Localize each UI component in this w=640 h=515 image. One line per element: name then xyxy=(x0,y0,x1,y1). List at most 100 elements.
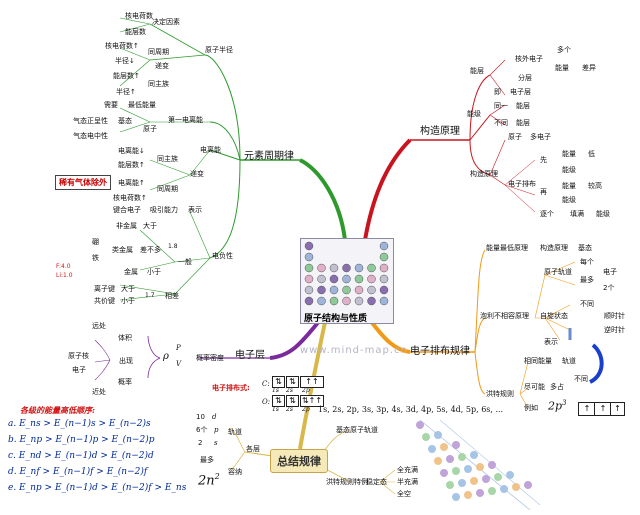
en-boron: 硼 xyxy=(92,238,99,246)
first-ionization: 第一电离能 xyxy=(168,116,203,124)
element-dot xyxy=(317,274,326,284)
st-fill: 逐个 xyxy=(540,210,554,218)
ar-pauli: 泡利不相容原理 xyxy=(480,312,529,320)
ion-same-period: 同周期 xyxy=(157,185,178,193)
aufbau-dot xyxy=(524,481,532,489)
sum-o-1s: 1s xyxy=(272,406,279,413)
sum-o-box-2s: ⇅ xyxy=(286,395,299,407)
en-value-17: 1.7 xyxy=(145,292,155,299)
aufbau-dot xyxy=(434,431,442,439)
sum-empty: 全空 xyxy=(397,490,411,498)
sum-half: 半充满 xyxy=(397,478,418,486)
ar-represent: 表示 xyxy=(544,338,558,346)
st-energy-high: 能量 xyxy=(562,182,576,190)
sh-e: 电子 xyxy=(72,366,86,374)
sum-c-2p: 2p xyxy=(302,387,310,394)
sh-volume: 体积 xyxy=(118,334,132,342)
element-grid-icon xyxy=(304,241,389,306)
element-dot xyxy=(354,274,364,284)
aufbau-dot xyxy=(488,487,496,495)
sum-p: p xyxy=(214,426,219,434)
element-dot xyxy=(304,241,314,251)
ar-hund: 洪特规则 xyxy=(486,390,514,398)
aufbau-dot xyxy=(440,443,448,451)
st-sublevel: 能级 xyxy=(467,110,481,118)
ion-need: 需要 xyxy=(104,101,118,109)
aufbau-dot xyxy=(470,451,478,459)
sum-formula: 2n2 xyxy=(198,472,220,489)
aufbau-dot xyxy=(512,483,520,491)
element-dot xyxy=(329,296,339,306)
aufbau-dot xyxy=(428,445,436,453)
sum-c-2s: 2s xyxy=(286,387,293,394)
st-level3: 能层 xyxy=(516,119,530,127)
sum-c-box-2s: ⇅ xyxy=(286,376,299,388)
en-value-18a: 1.8 xyxy=(168,243,178,250)
ar-orbital-box-3: ↑ xyxy=(610,402,625,416)
element-dot xyxy=(379,252,389,262)
radius-same-period: 同周期 xyxy=(148,48,169,56)
sum-ten: 10 xyxy=(196,413,205,421)
en-silicon: 铁 xyxy=(92,254,99,262)
en-small: 小于 xyxy=(147,268,161,276)
aufbau-dot xyxy=(440,469,448,477)
sum-o-2p: 2p xyxy=(302,406,310,413)
st-level2: 能层 xyxy=(516,102,530,110)
shells: 能层数 xyxy=(125,28,146,36)
en-small2: 小于 xyxy=(121,297,135,305)
sh-appear: 出现 xyxy=(119,357,133,365)
ion-trend: 递变 xyxy=(190,170,204,178)
element-dot xyxy=(329,263,339,273)
ar-same-energy: 相同能量 xyxy=(524,357,552,365)
element-dot xyxy=(329,285,339,295)
element-dot xyxy=(304,274,314,284)
element-dot xyxy=(354,263,364,273)
st-low: 低 xyxy=(588,150,595,158)
radius-same-group: 同主族 xyxy=(148,80,169,88)
branch-periodic-title: 元素周期律 xyxy=(244,151,294,162)
aufbau-dot xyxy=(464,491,472,499)
sum-d: d xyxy=(212,413,217,421)
en-f-value: F:4.0 xyxy=(56,263,71,270)
sum-orbit-n: 轨道 xyxy=(228,428,242,436)
element-dot xyxy=(354,296,364,306)
ion-atom: 原子 xyxy=(143,125,157,133)
st-split: 分层 xyxy=(518,74,532,82)
en-bond-e: 键合电子 xyxy=(113,206,141,214)
en-metalloid: 类金属 xyxy=(112,246,133,254)
st-then: 再 xyxy=(540,188,547,196)
energy-order-a: a. E_ns > E_(n−1)s > E_(n−2)s xyxy=(8,419,151,429)
aufbau-dot xyxy=(434,457,442,465)
ion-gas-neutral: 气态正呈性 xyxy=(73,117,108,125)
ion-e-down: 电离能↓ xyxy=(118,147,145,155)
st-energy-level: 能层 xyxy=(470,67,484,75)
element-dot xyxy=(379,296,389,306)
electronegativity-label: 电负性 xyxy=(212,252,233,260)
st-first: 先 xyxy=(540,156,547,164)
decide-factor: 决定因素 xyxy=(152,18,180,26)
sum-stable: 稳定态 xyxy=(366,478,387,486)
sum-max: 最多 xyxy=(200,456,214,464)
st-atom: 原子 xyxy=(508,133,522,141)
ar-principle: 构造原理 xyxy=(540,244,568,252)
en-relative: 相差 xyxy=(165,292,179,300)
aufbau-dot xyxy=(416,421,424,429)
st-diff: 差异 xyxy=(582,64,596,72)
sh-V: V xyxy=(176,360,182,368)
sh-nucleus: 原子核 xyxy=(68,352,89,360)
st-multi-e: 多电子 xyxy=(530,133,551,141)
sum-o-box-2p: ⇅↑↑ xyxy=(300,395,324,407)
aufbau-dot xyxy=(494,473,502,481)
en-about: 差不多 xyxy=(140,246,161,254)
en-show: 表示 xyxy=(188,206,202,214)
sum-full: 全充满 xyxy=(397,466,418,474)
element-dot xyxy=(342,296,351,306)
ion-gas-neutral2: 气态电中性 xyxy=(73,132,108,140)
en-big: 大于 xyxy=(143,222,157,230)
sum-capacity: 容纳 xyxy=(228,468,242,476)
st-ie: 即 xyxy=(494,88,501,96)
center-title: 原子结构与性质 xyxy=(304,314,368,324)
st-many: 多个 xyxy=(557,46,571,54)
element-dot xyxy=(304,296,314,306)
